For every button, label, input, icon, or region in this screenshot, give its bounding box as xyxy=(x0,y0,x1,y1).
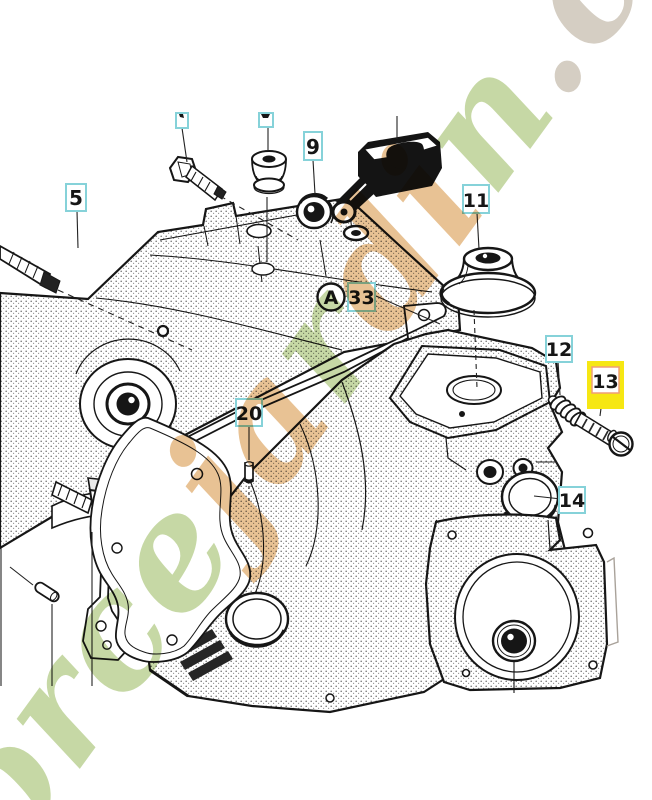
hex-bolt xyxy=(168,155,227,202)
part-label-12-text: 12 xyxy=(546,339,572,361)
part-label-14[interactable]: 14 xyxy=(558,486,586,514)
pin-part-20 xyxy=(244,461,254,484)
part-label-11[interactable]: 11 xyxy=(462,184,490,214)
rubber-grommet xyxy=(251,150,287,195)
tank-opening xyxy=(388,344,552,471)
part-label-clipped-1[interactable] xyxy=(175,112,189,129)
part-label-13-text: 13 xyxy=(592,371,618,393)
flywheel-side-case xyxy=(424,513,619,693)
rubber-buffer-part-11 xyxy=(439,246,537,318)
part-label-9-text: 9 xyxy=(306,135,320,159)
handle-part xyxy=(331,132,442,224)
part-label-5[interactable]: 5 xyxy=(65,183,87,212)
part-label-20-text: 20 xyxy=(236,403,262,425)
part-label-14-text: 14 xyxy=(559,490,585,512)
part-label-5-text: 5 xyxy=(69,186,83,210)
part-label-13-highlighted[interactable]: 13 xyxy=(587,361,624,409)
part-labels: 5 9 11 12 13 14 20 33 xyxy=(65,112,624,514)
section-label-a[interactable]: A xyxy=(316,282,346,312)
crankcase-gasket xyxy=(89,416,252,663)
crankshaft-bearing xyxy=(75,338,181,450)
section-label-a-text: A xyxy=(324,287,339,309)
crankshaft-seal xyxy=(491,619,537,663)
dowel-pin xyxy=(34,581,60,603)
part-label-20[interactable]: 20 xyxy=(235,398,263,427)
part-label-clipped-2[interactable] xyxy=(258,112,274,128)
rod-screw xyxy=(0,244,61,294)
bushing-part-9 xyxy=(295,192,334,230)
part-label-11-text: 11 xyxy=(463,190,489,212)
screw-part-13 xyxy=(573,411,634,457)
part-label-33-text: 33 xyxy=(348,287,374,309)
part-label-33[interactable]: 33 xyxy=(347,282,376,312)
part-label-12[interactable]: 12 xyxy=(545,335,573,363)
leader-lines xyxy=(0,116,604,686)
part-label-9[interactable]: 9 xyxy=(303,131,323,161)
